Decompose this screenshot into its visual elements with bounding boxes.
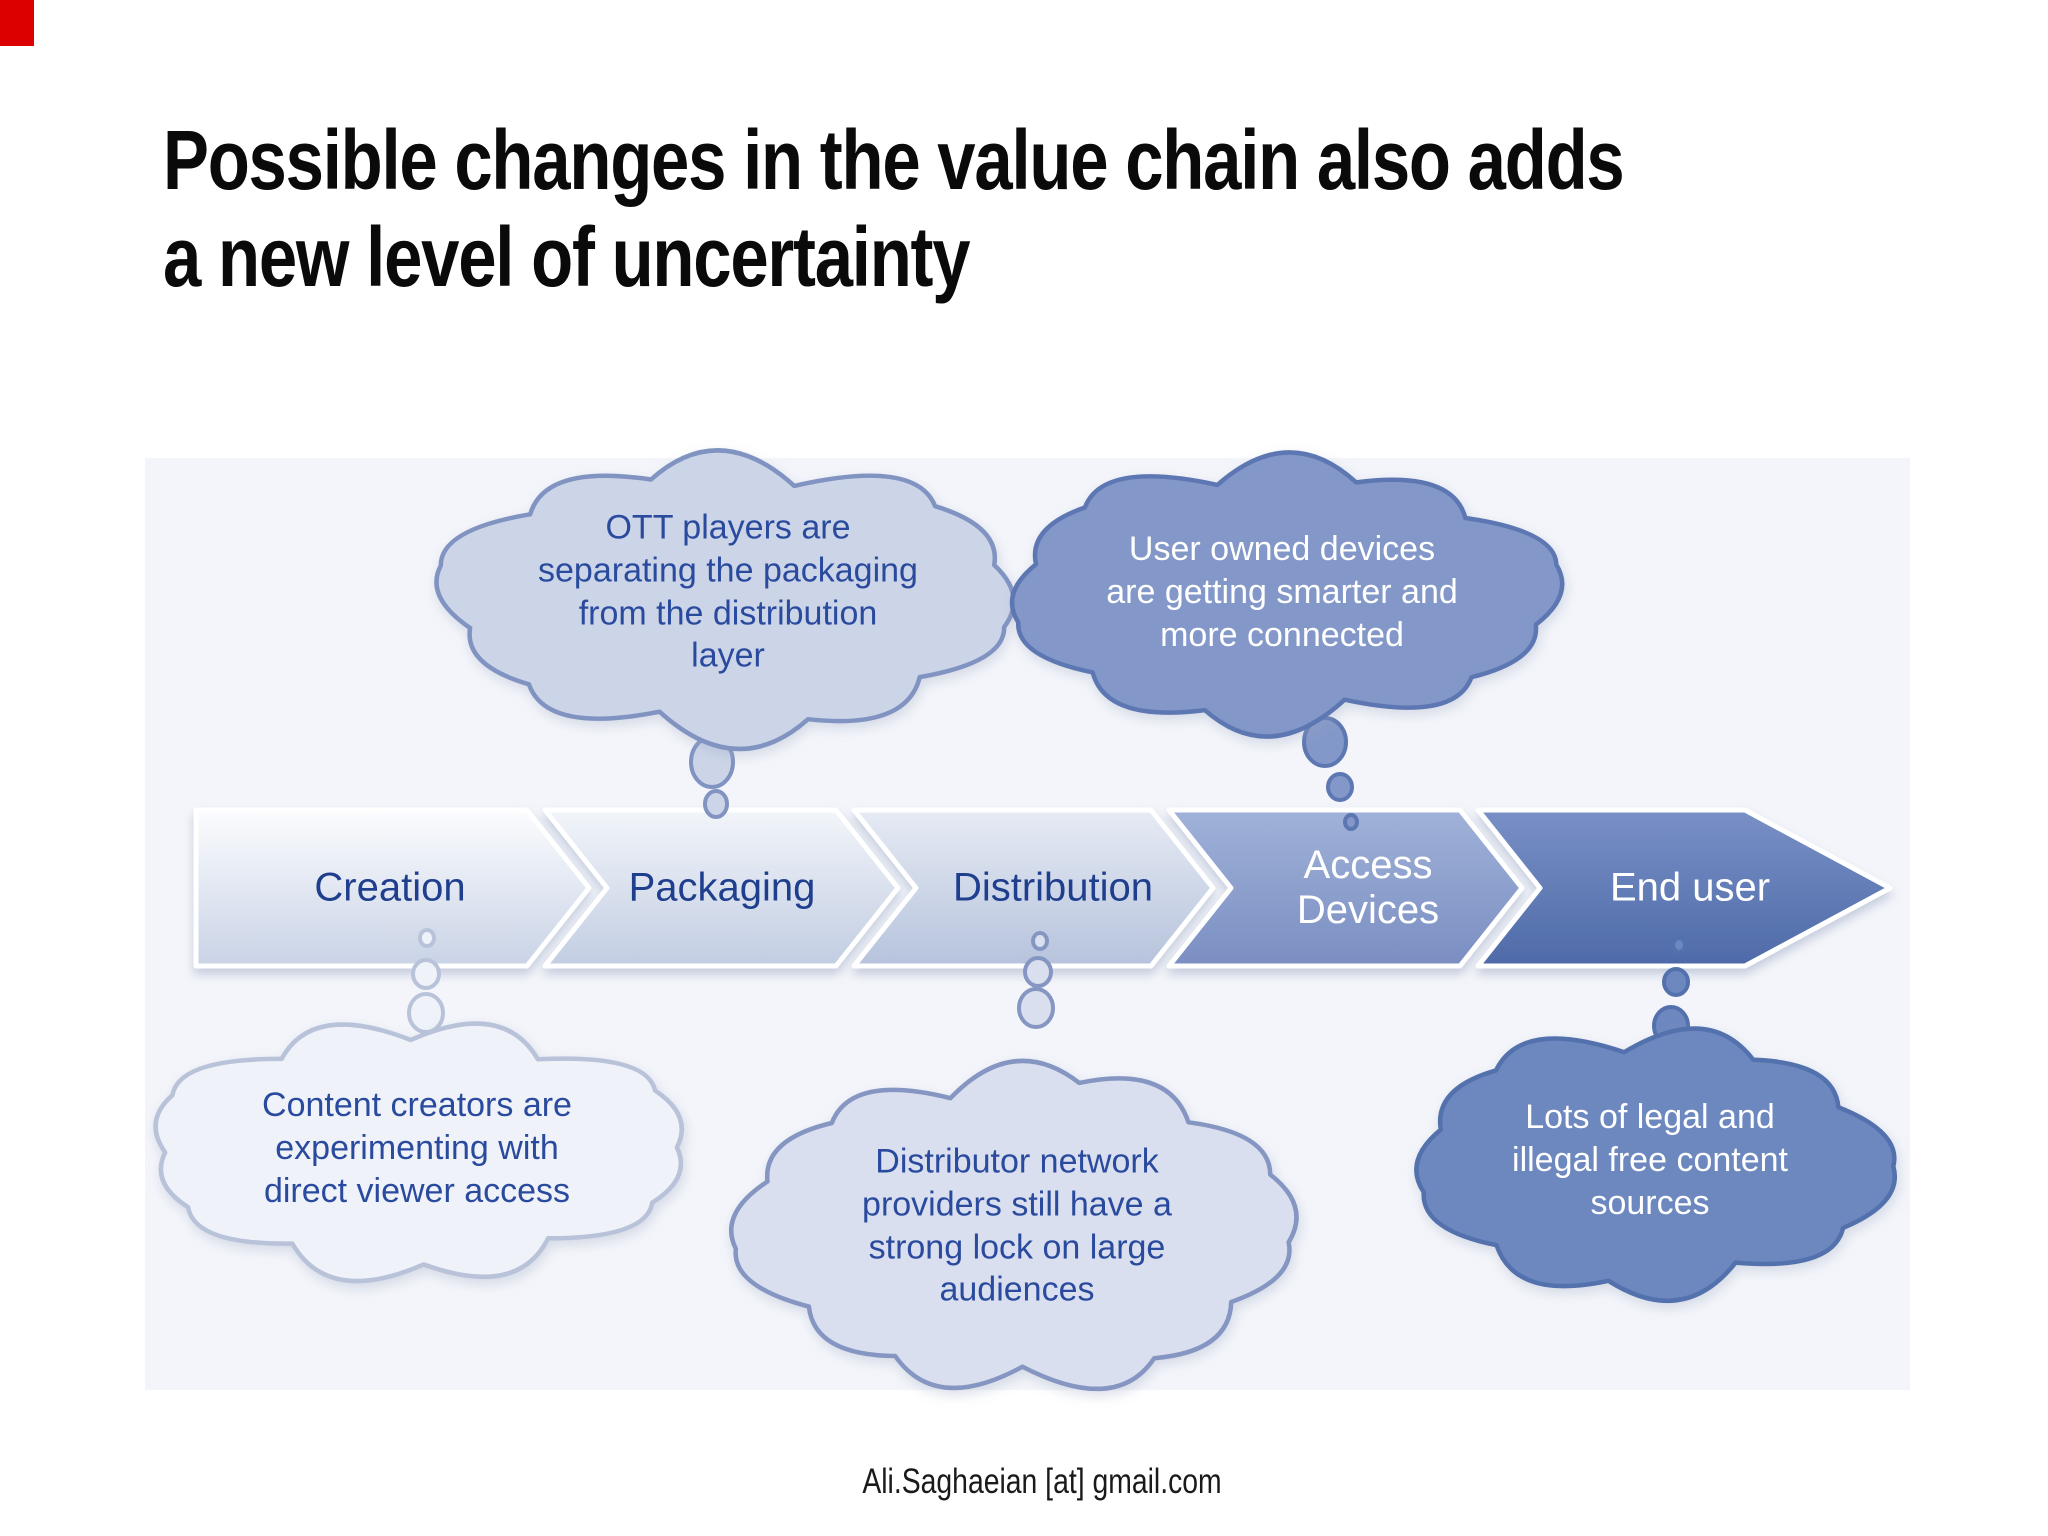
cloud-text-distributor-network: Distributor network providers still have…: [862, 1142, 1172, 1309]
title-line-2: a new level of uncertainty: [163, 210, 971, 305]
footer-credit: Ali.Saghaeian [at] gmail.com: [862, 1462, 1222, 1501]
slide-edge-marker: [0, 0, 34, 46]
cloud-text-free-content: Lots of legal and illegal free content s…: [1512, 1097, 1788, 1222]
cloud-text-ott: OTT players are separating the packaging…: [538, 508, 918, 675]
chain-label-packaging: Packaging: [628, 865, 816, 910]
title-line-1: Possible changes in the value chain also…: [163, 113, 1625, 207]
cloud-text-user-devices: User owned devices are getting smarter a…: [1106, 529, 1458, 654]
cloud-text-content-creators: Content creators are experimenting with …: [262, 1085, 572, 1210]
chain-label-access-devices: Access Devices: [1296, 843, 1440, 932]
chain-label-distribution: Distribution: [952, 865, 1154, 910]
chain-label-creation: Creation: [314, 865, 466, 910]
chain-label-end-user: End user: [1609, 865, 1771, 910]
slide-title: Possible changes in the value chain also…: [163, 112, 1625, 307]
